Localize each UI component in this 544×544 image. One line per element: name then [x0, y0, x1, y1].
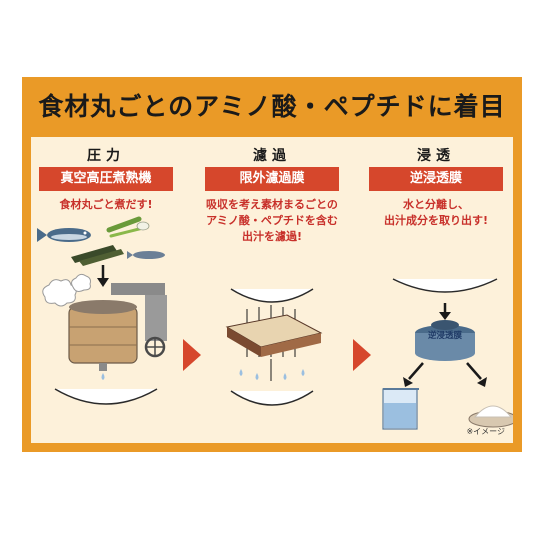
kelp-icon: [71, 245, 124, 266]
diagram-frame: 食材丸ごとのアミノ酸・ペプチドに着目 圧力 真空高圧煮熟機 食材丸ごと煮だす! …: [22, 77, 522, 452]
filtered-dish-icon: [230, 390, 314, 406]
water-dish-icon: [54, 388, 158, 405]
step-label: 逆浸透膜: [369, 167, 503, 191]
broth-bowl-icon: [230, 288, 314, 303]
arrow-down-right-icon: [466, 362, 487, 387]
reverse-osmosis-label: 逆浸透膜: [427, 331, 462, 341]
step-description: 食材丸ごと煮だす!: [59, 198, 153, 211]
pressure-cooker-icon: [68, 283, 167, 380]
arrow-down-left-icon: [403, 362, 424, 387]
small-fish-icon: [127, 251, 165, 259]
page-title: 食材丸ごとのアミノ酸・ペプチドに着目: [38, 92, 506, 121]
chevron-right-icon: [183, 339, 201, 371]
ultrafiltration-membrane-icon: [225, 314, 323, 357]
fish-icon: [37, 228, 91, 242]
process-panel: 圧力 真空高圧煮熟機 食材丸ごと煮だす! 濾過 限外濾過膜 吸収を考え素材まるご…: [31, 137, 513, 443]
steam-icon: [42, 273, 91, 307]
step-description: 水と分離し、 出汁成分を取り出す!: [383, 198, 489, 227]
chevron-right-icon: [353, 339, 371, 371]
vegetable-icon: [106, 216, 150, 238]
extract-bowl-icon: [392, 278, 498, 293]
step-label: 真空高圧煮熟機: [39, 167, 173, 191]
extract-powder-dish-icon: [468, 405, 513, 428]
step-heading: 圧力: [87, 148, 125, 164]
reverse-osmosis-unit-icon: [415, 320, 475, 361]
arrow-down-icon: [97, 265, 109, 287]
step-heading: 浸透: [417, 148, 455, 164]
process-illustrations: [37, 216, 513, 430]
step-heading: 濾過: [253, 148, 291, 164]
arrow-down-icon: [439, 303, 451, 320]
water-beaker-icon: [382, 388, 419, 430]
step-description: 吸収を考え素材まるごとの アミノ酸・ペプチドを含む 出汁を濾過!: [206, 198, 338, 243]
image-note: ※イメージ: [466, 427, 505, 436]
filtrate-drops-icon: [239, 359, 305, 381]
step-label: 限外濾過膜: [205, 167, 339, 191]
